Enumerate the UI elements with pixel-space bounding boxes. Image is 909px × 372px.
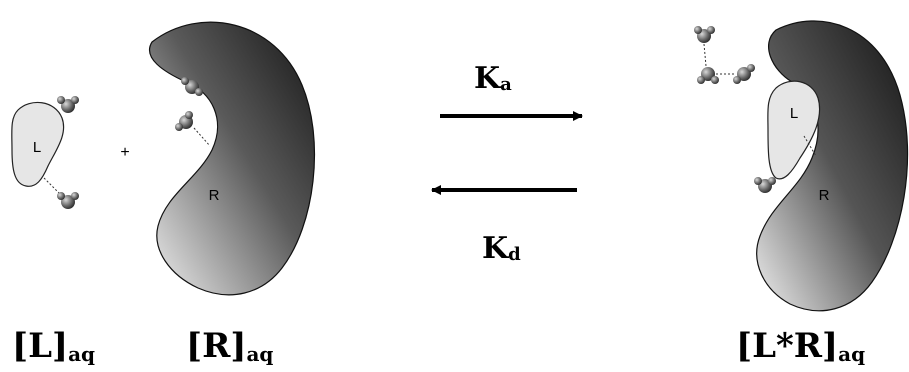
water-molecule-icon [697,67,719,84]
svg-text:Kd: Kd [482,231,521,266]
kd-sub: d [508,244,521,265]
kd-main: K [482,231,509,266]
complex-receptor-label: R [819,187,830,204]
water-molecule-icon [754,177,776,193]
water-molecule-icon [733,64,755,84]
free-ligand: L [11,101,65,187]
water-molecule-icon [57,192,79,209]
association-rate-label: Ka [474,61,512,96]
water-molecule-icon [181,77,203,96]
plus-sign: + [120,144,129,161]
ligand-label: L [33,139,41,156]
water-molecule-icon [694,26,715,43]
complex-concentration-label: [L*R]aq [736,326,865,366]
hydrogen-bond-line [193,127,211,147]
ligand-concentration-label: [L]aq [12,326,95,366]
receptor-label: R [209,187,220,204]
ka-main: K [474,61,501,96]
svg-text:Ka: Ka [474,61,512,96]
water-molecule-icon [175,111,193,131]
ka-sub: a [500,74,512,95]
free-receptor: R [149,21,315,296]
receptor-concentration-label: [R]aq [186,326,273,366]
dissociation-rate-label: Kd [482,231,521,266]
water-molecule-icon [57,96,79,113]
hydrogen-bond-line [703,43,707,67]
complex-ligand: L [767,80,821,180]
complex-ligand-label: L [790,105,798,122]
